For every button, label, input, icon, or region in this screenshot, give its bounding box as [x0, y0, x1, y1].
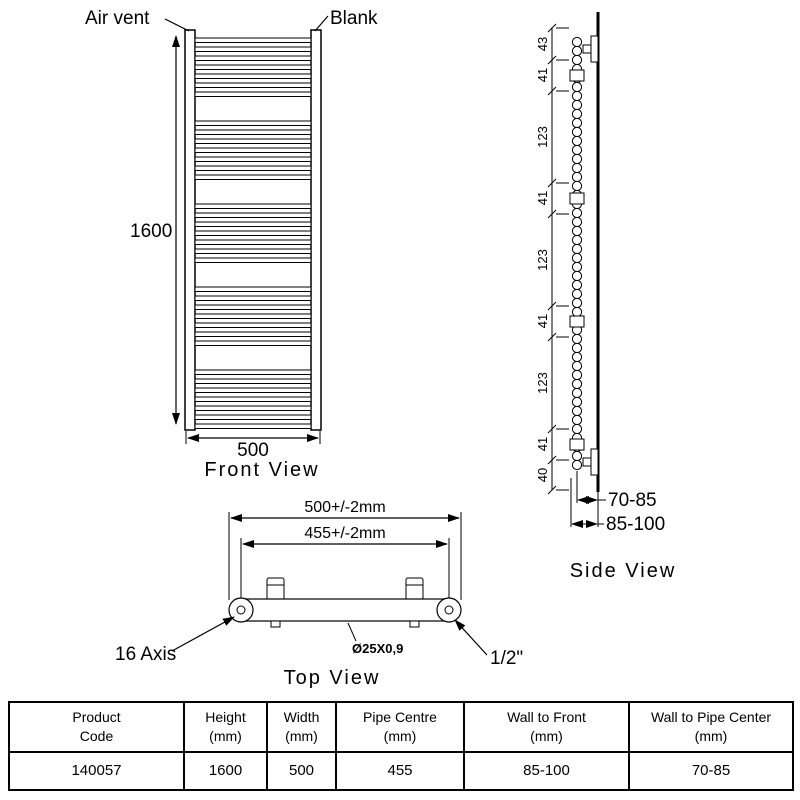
tube-circle-group	[571, 216, 583, 264]
header-line: Pipe Centre	[363, 709, 437, 726]
technical-drawing: Air vent Blank 1600 500 Front View	[85, 8, 677, 689]
col-header-wall-to-front: Wall to Front (mm)	[463, 701, 630, 753]
axis-label: 16 Axis	[115, 644, 176, 665]
tube-circle	[571, 450, 583, 462]
tube-flange	[569, 315, 585, 328]
air-vent-leader-line	[164, 18, 190, 32]
front-view: Air vent Blank 1600 500 Front View	[85, 8, 378, 481]
side-view-caption: Side View	[570, 560, 677, 582]
side-seg-dim: 123	[535, 126, 550, 148]
overall-width-dim-text: 500+/-2mm	[304, 499, 385, 516]
col-header-wall-to-pipe-center: Wall to Pipe Center (mm)	[628, 701, 794, 753]
cell-product-code: 140057	[8, 751, 185, 791]
radiator-bar-group	[194, 286, 312, 346]
col-header-width: Width (mm)	[266, 701, 337, 753]
tube-body	[240, 598, 450, 622]
header-line: Code	[79, 728, 114, 744]
header-line: Wall to Front	[507, 709, 586, 726]
tube-spec-leader-line	[347, 622, 357, 642]
spec-table-data-row: 140057 1600 500 455 85-100 70-85	[8, 751, 794, 791]
tube-foot-right	[409, 620, 420, 628]
top-view-caption: Top View	[284, 667, 381, 688]
connection-leader-line	[454, 619, 488, 656]
tube-flange	[569, 192, 585, 205]
spec-table: Product Code Height (mm) Width (mm) Pipe…	[8, 701, 794, 791]
header-line: Height	[205, 709, 246, 726]
mounting-bracket-left	[266, 577, 285, 601]
cell-wall-to-pipe-center: 70-85	[628, 751, 794, 791]
radiator-bar-group	[194, 120, 312, 180]
wall-to-pipe-dim-text: 70-85	[608, 490, 657, 511]
front-view-caption: Front View	[204, 459, 319, 481]
col-header-product-code: Product Code	[8, 701, 185, 753]
pipe-centres-dim-text: 455+/-2mm	[304, 525, 385, 542]
tube-end-right-axis	[444, 605, 454, 615]
tube-circle-group	[571, 261, 583, 309]
tube-circle-group	[571, 351, 583, 399]
col-header-height: Height (mm)	[183, 701, 268, 753]
tube-flange	[569, 69, 585, 82]
tube-circle	[571, 459, 583, 471]
header-line: (mm)	[694, 728, 728, 744]
side-seg-dim: 123	[535, 372, 550, 394]
width-dim-text: 500	[237, 440, 269, 461]
connection-size-label: 1/2"	[490, 648, 523, 669]
header-line: (mm)	[530, 728, 563, 744]
cell-width: 500	[266, 751, 337, 791]
blank-label: Blank	[330, 8, 378, 29]
header-line: Wall to Pipe Center	[650, 709, 772, 726]
mounting-bracket-right	[405, 577, 424, 601]
right-rail	[310, 29, 322, 431]
header-line: Product	[72, 709, 121, 726]
side-seg-dim: 43	[535, 37, 550, 51]
cell-height: 1600	[183, 751, 268, 791]
side-seg-dim: 41	[535, 314, 550, 328]
side-seg-dim: 41	[535, 437, 550, 451]
spec-table-header-row: Product Code Height (mm) Width (mm) Pipe…	[8, 701, 794, 753]
top-view: 500+/-2mm 455+/-2mm 16 Axis Ø25X0,9 1/2"…	[115, 499, 523, 689]
header-line: Width	[283, 709, 320, 726]
wall-to-front-dim-text: 85-100	[606, 514, 665, 535]
tube-circle-group	[571, 396, 583, 444]
header-line: (mm)	[285, 728, 318, 744]
top-wall-bracket-plate	[590, 35, 599, 63]
side-seg-dim: 123	[535, 249, 550, 271]
tube-end-left-axis	[236, 605, 246, 615]
side-view: 43 41 123 41 123 41 123 41 40 70-85 85-1…	[535, 12, 677, 582]
side-seg-dim: 41	[535, 191, 550, 205]
radiator-bar-group	[194, 37, 312, 97]
left-rail	[184, 29, 196, 431]
header-line: (mm)	[209, 728, 242, 744]
radiator-bar-group	[194, 203, 312, 263]
header-line: (mm)	[383, 728, 417, 744]
tube-circle-group	[571, 306, 583, 354]
radiator-bar-group	[194, 369, 312, 429]
air-vent-label: Air vent	[85, 8, 150, 29]
tube-spec-label: Ø25X0,9	[352, 641, 403, 656]
blank-leader-line	[314, 15, 329, 32]
side-dim-ticks	[547, 23, 569, 495]
cell-wall-to-front: 85-100	[463, 751, 630, 791]
side-seg-dim: 41	[535, 68, 550, 82]
tube-circle-group	[571, 81, 583, 129]
side-seg-dim: 40	[535, 468, 550, 482]
height-dim-text: 1600	[130, 221, 172, 242]
axis-leader-line	[171, 616, 235, 652]
tube-foot-left	[270, 620, 281, 628]
tube-circle-group	[571, 126, 583, 174]
tube-flange	[569, 438, 585, 451]
cell-pipe-centre: 455	[335, 751, 465, 791]
bottom-wall-bracket-plate	[590, 448, 599, 476]
col-header-pipe-centre: Pipe Centre (mm)	[335, 701, 465, 753]
